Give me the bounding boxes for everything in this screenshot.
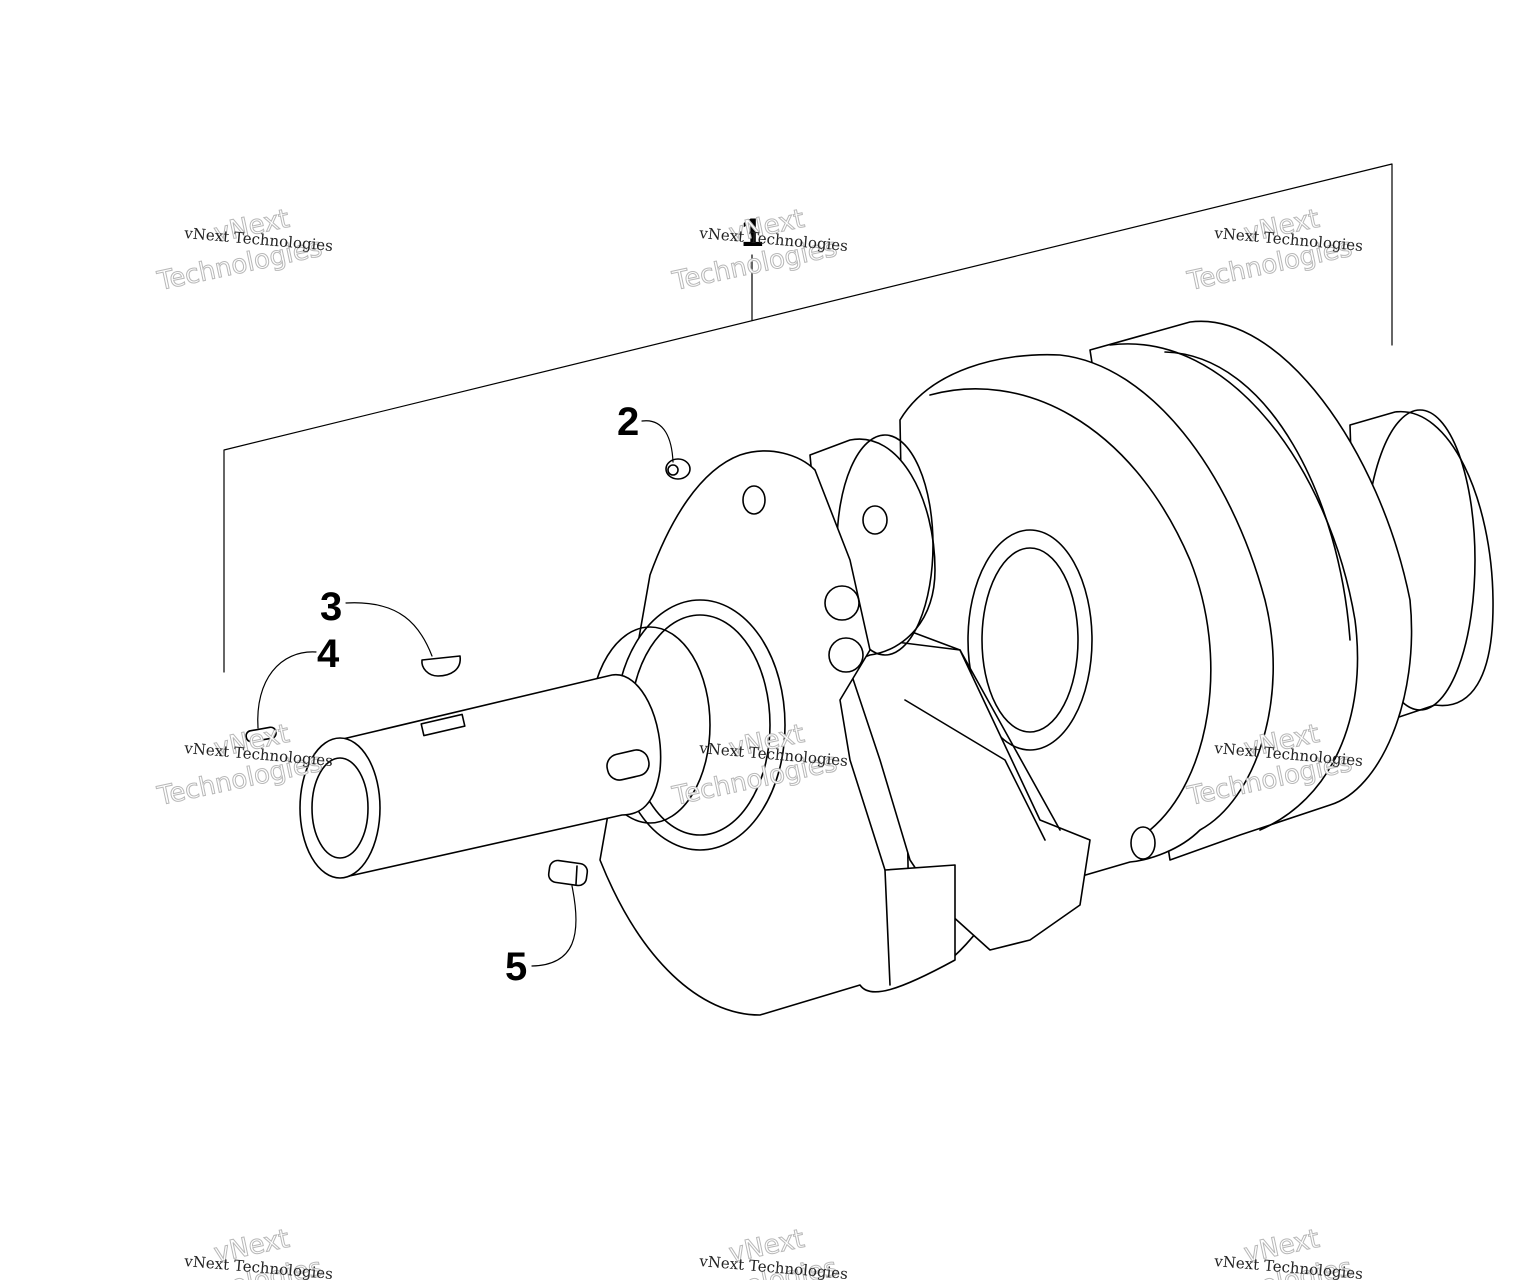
- part-2-dowel-pin: [665, 458, 691, 480]
- part-5-key: [547, 859, 589, 887]
- callout-4: 4: [317, 632, 340, 676]
- part-3-woodruff-key: [421, 655, 461, 677]
- callout-3: 3: [320, 585, 342, 629]
- callout-1: 1: [741, 211, 763, 255]
- part-4-pin: [245, 726, 277, 743]
- callout-2: 2: [617, 400, 639, 444]
- crankshaft-assembly: [299, 320, 1494, 1016]
- assembly-bracket: [223, 163, 1393, 673]
- callout-5: 5: [505, 945, 527, 989]
- leader-lines: [257, 420, 674, 967]
